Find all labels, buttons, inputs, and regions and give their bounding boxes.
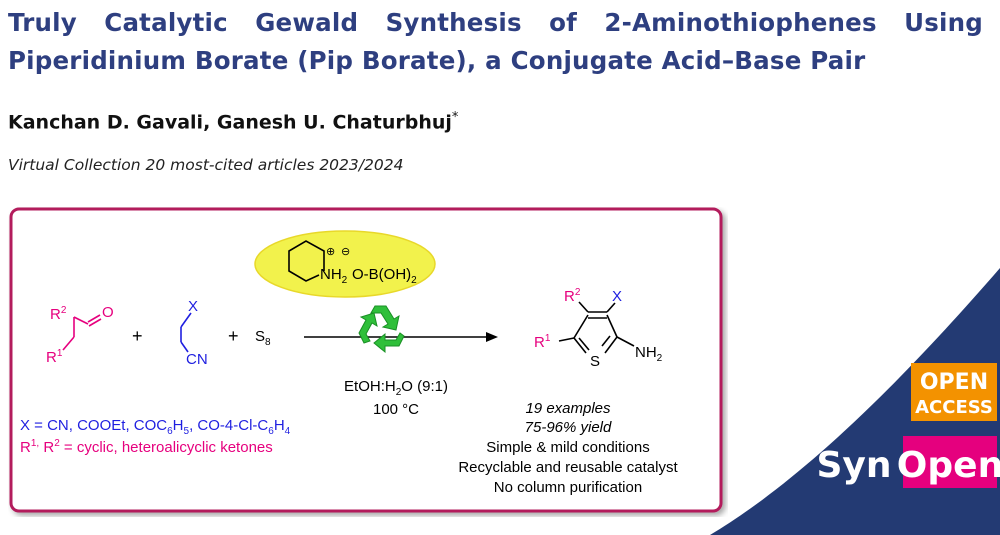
plus-sign-2: + — [228, 326, 239, 346]
feature-note-3: No column purification — [494, 479, 642, 496]
yield-range: 75-96% yield — [525, 419, 612, 436]
journal-branding: OPEN ACCESS Syn Open — [710, 268, 1000, 535]
scheme-frame — [9, 207, 723, 513]
plus-sign-1: + — [132, 326, 143, 346]
title-line-1: Truly Catalytic Gewald Synthesis of 2-Am… — [8, 8, 983, 37]
recycle-icon — [358, 305, 405, 354]
title-line-2: Piperidinium Borate (Pip Borate), a Conj… — [8, 46, 866, 75]
ketone-r2: R2 — [50, 305, 67, 323]
catalyst-amine: NH2 — [320, 266, 348, 286]
collection-note: Virtual Collection 20 most-cited article… — [8, 156, 404, 174]
feature-note-1: Simple & mild conditions — [486, 439, 649, 456]
ketone-r1: R1 — [46, 348, 63, 366]
product-x: X — [612, 288, 622, 305]
nitrile-x: X — [188, 298, 198, 315]
journal-name-open: Open — [897, 445, 1000, 486]
authors-text: Kanchan D. Gavali, Ganesh U. Chaturbhuj — [8, 111, 452, 134]
catalyst-anion: O-B(OH)2 — [352, 266, 417, 286]
r-substituent-definition: R1, R2 = cyclic, heteroalicyclic ketones — [20, 438, 273, 456]
author-list: Kanchan D. Gavali, Ganesh U. Chaturbhuj* — [8, 110, 458, 133]
product-r1: R1 — [534, 333, 551, 351]
corresponding-author-mark: * — [451, 110, 459, 125]
catalyst-charge-plus: ⊕ — [326, 246, 335, 258]
graphical-abstract-scheme: NH2 ⊕ ⊖ O-B(OH)2 R2 O R1 + X CN + S8 EtO… — [9, 207, 723, 513]
open-access-badge — [911, 363, 997, 421]
catalyst-charge-minus: ⊖ — [341, 246, 350, 258]
example-count: 19 examples — [525, 400, 611, 417]
sulfur-reagent: S8 — [255, 328, 271, 348]
feature-note-2: Recyclable and reusable catalyst — [458, 459, 678, 476]
nitrile-cn: CN — [186, 351, 208, 368]
thiophene-product — [558, 301, 635, 354]
paper-title: Truly Catalytic Gewald Synthesis of 2-Am… — [8, 4, 983, 80]
journal-name-syn: Syn — [816, 445, 891, 486]
ketone-structure — [62, 314, 102, 351]
product-sulfur: S — [590, 353, 600, 370]
x-substituent-definition: X = CN, COOEt, COC6H5, CO-4-Cl-C6H4 — [20, 417, 291, 437]
ketone-oxygen: O — [102, 304, 114, 321]
product-r2: R2 — [564, 287, 581, 305]
temperature: 100 °C — [373, 401, 419, 418]
solvent-conditions: EtOH:H2O (9:1) — [344, 378, 448, 398]
piperidinium-ring — [288, 240, 325, 282]
product-amine: NH2 — [635, 344, 663, 364]
open-access-line-1: OPEN — [920, 370, 988, 395]
journal-name-highlight — [903, 436, 997, 488]
catalyst-highlight — [254, 230, 436, 298]
nitrile-structure — [180, 312, 192, 353]
open-access-line-2: ACCESS — [915, 397, 993, 418]
arrow-head — [486, 332, 498, 342]
